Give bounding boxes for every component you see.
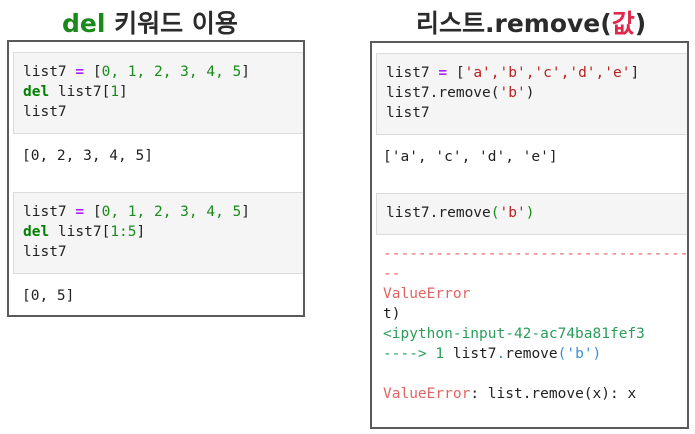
left-section-title: del 키워드 이용 (62, 4, 238, 40)
code-cell-output: [0, 5] (22, 288, 75, 304)
right-section-title: 리스트.remove(값) (416, 4, 646, 40)
title-keyword: del (62, 9, 106, 38)
code-cell-output: [0, 2, 3, 4, 5] (22, 148, 153, 164)
code-text: list7.remove('b') (386, 205, 535, 221)
final-error-message: : list.remove(x): x (470, 386, 637, 402)
title-text: 리스트.remove( (416, 9, 612, 38)
code-cell-input[interactable]: list7 = [0, 1, 2, 3, 4, 5] del list7[1:5… (13, 192, 303, 274)
final-error-name: ValueError (383, 386, 471, 402)
error-traceback: ----------------------------------- -- V… (383, 246, 689, 402)
right-notebook-panel: list7 = ['a','b','c','d','e'] list7.remo… (370, 41, 689, 429)
code-text: list7 = [0, 1, 2, 3, 4, 5] del list7[1] … (23, 64, 251, 120)
code-cell-output: ['a', 'c', 'd', 'e'] (383, 149, 558, 165)
title-close: ) (634, 9, 647, 38)
code-cell-input[interactable]: list7 = [0, 1, 2, 3, 4, 5] del list7[1] … (13, 52, 303, 134)
code-text: list7 = [0, 1, 2, 3, 4, 5] del list7[1:5… (23, 204, 251, 260)
code-cell-input[interactable]: list7.remove('b') (376, 193, 687, 235)
left-notebook-panel: list7 = [0, 1, 2, 3, 4, 5] del list7[1] … (7, 40, 305, 317)
error-name: ValueError (383, 286, 471, 302)
title-text: 키워드 이용 (105, 9, 238, 38)
title-arg: 값 (611, 9, 635, 38)
code-cell-input[interactable]: list7 = ['a','b','c','d','e'] list7.remo… (376, 53, 687, 135)
code-text: list7 = ['a','b','c','d','e'] list7.remo… (386, 65, 640, 121)
